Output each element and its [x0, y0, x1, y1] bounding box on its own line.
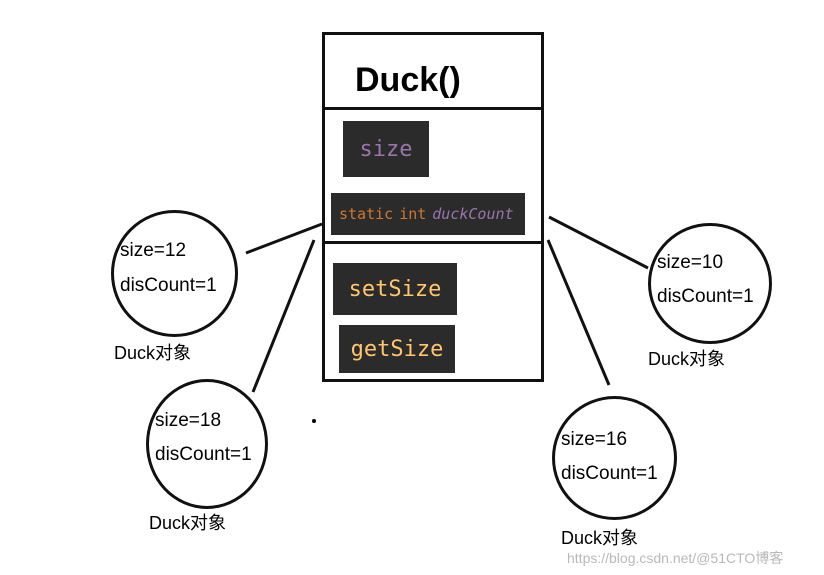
set-size-label: setSize	[348, 276, 442, 302]
connector-object-2	[251, 239, 316, 393]
object-2-count: disCount=1	[155, 444, 252, 465]
object-2-caption: Duck对象	[149, 513, 227, 533]
fields-separator	[322, 241, 544, 244]
object-3-count: disCount=1	[657, 286, 754, 307]
get-size-label: getSize	[350, 336, 444, 362]
connector-object-1	[245, 222, 323, 255]
static-keyword: static	[339, 205, 394, 223]
duck-object-3: size=10 disCount=1	[648, 223, 772, 344]
object-3-size: size=10	[657, 252, 724, 273]
duck-class-box: Duck() size static int duckCount setSize…	[322, 32, 544, 382]
field-size-label: size	[359, 136, 413, 162]
method-get-size: getSize	[339, 325, 455, 373]
connector-object-4	[546, 239, 611, 386]
field-duck-count: static int duckCount	[331, 193, 525, 235]
class-title: Duck()	[355, 61, 461, 99]
duck-object-1: size=12 disCount=1	[111, 210, 238, 337]
object-4-count: disCount=1	[561, 463, 658, 484]
int-keyword: int	[399, 205, 427, 223]
watermark: https://blog.csdn.net/@51CTO博客	[567, 550, 784, 566]
object-1-size: size=12	[120, 240, 187, 261]
connector-object-3	[548, 215, 649, 270]
stray-dot	[312, 419, 316, 423]
object-1-caption: Duck对象	[114, 343, 192, 363]
object-4-size: size=16	[561, 429, 628, 450]
title-separator	[322, 107, 544, 110]
duck-count-var: duckCount	[432, 205, 514, 223]
object-2-size: size=18	[155, 410, 222, 431]
object-4-caption: Duck对象	[561, 528, 639, 548]
duck-object-4: size=16 disCount=1	[552, 396, 677, 520]
object-1-count: disCount=1	[120, 275, 217, 296]
object-3-caption: Duck对象	[648, 349, 726, 369]
duck-object-2: size=18 disCount=1	[146, 379, 268, 509]
field-size: size	[343, 121, 429, 177]
method-set-size: setSize	[333, 263, 457, 315]
